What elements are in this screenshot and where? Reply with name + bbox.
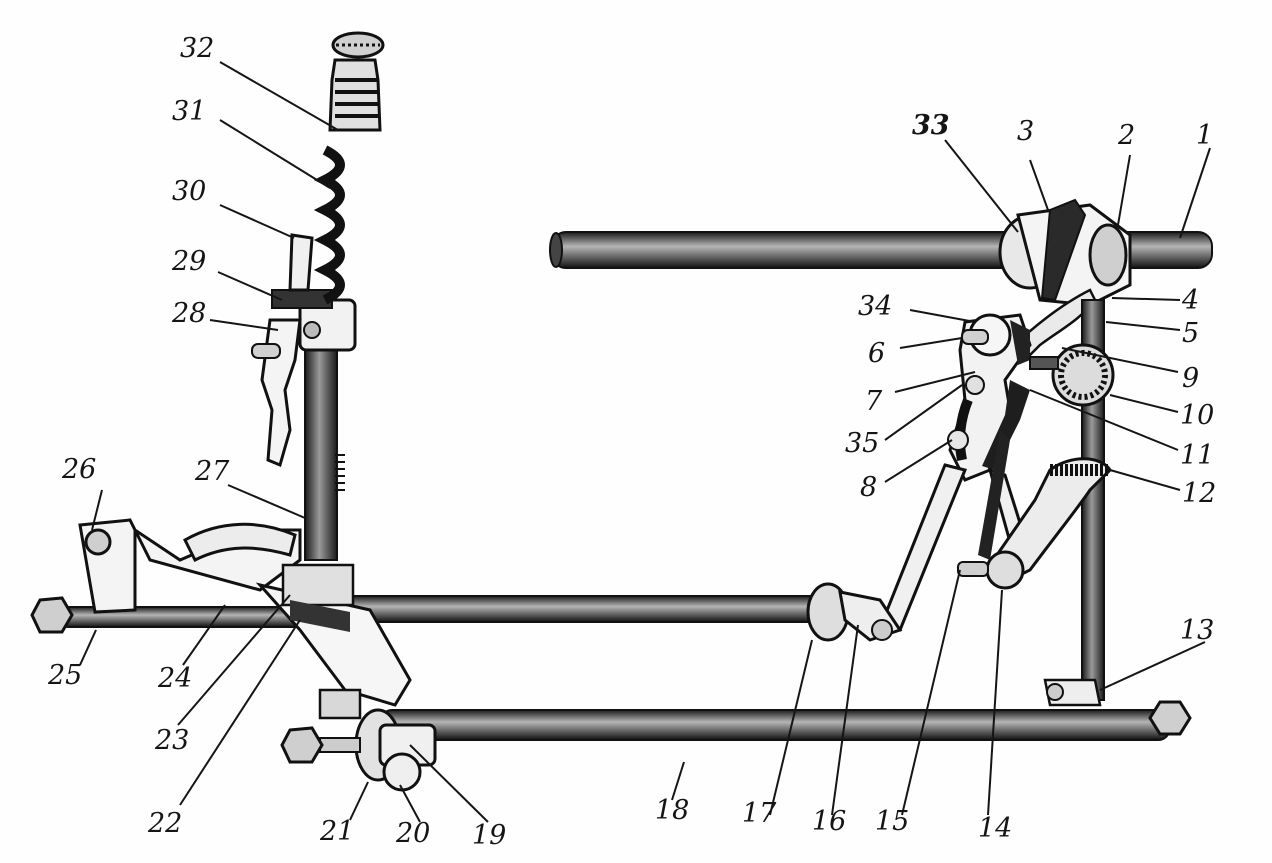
part-label-6: 6 bbox=[868, 338, 886, 369]
part-label-24: 24 bbox=[158, 663, 193, 694]
part-label-28: 28 bbox=[172, 298, 207, 329]
part-label-21: 21 bbox=[320, 816, 355, 847]
part-label-16: 16 bbox=[812, 806, 847, 837]
part-label-19: 19 bbox=[472, 820, 507, 851]
part-label-13: 13 bbox=[1180, 615, 1215, 646]
part-label-30: 30 bbox=[172, 176, 207, 207]
part-label-32: 32 bbox=[180, 33, 215, 64]
part-label-17: 17 bbox=[742, 798, 777, 829]
part-label-31: 31 bbox=[172, 96, 207, 127]
left-horizontal-rod bbox=[30, 596, 351, 634]
part-label-5: 5 bbox=[1182, 318, 1200, 349]
part-label-34: 34 bbox=[858, 291, 893, 322]
part-label-33: 33 bbox=[912, 110, 950, 141]
part-label-3: 3 bbox=[1017, 116, 1035, 147]
part-label-29: 29 bbox=[172, 246, 207, 277]
middle-horizontal-rod bbox=[329, 582, 903, 642]
part-label-23: 23 bbox=[155, 725, 190, 756]
handle-lever bbox=[251, 233, 345, 491]
cam-assembly-top bbox=[998, 198, 1132, 362]
part-label-20: 20 bbox=[396, 818, 431, 849]
part-label-27: 27 bbox=[195, 456, 230, 487]
part-label-25: 25 bbox=[48, 660, 83, 691]
part-label-12: 12 bbox=[1182, 478, 1217, 509]
vertical-spindle bbox=[271, 31, 385, 561]
part-label-26: 26 bbox=[62, 454, 97, 485]
bottom-long-rod bbox=[379, 678, 1192, 741]
part-label-7: 7 bbox=[865, 386, 883, 417]
part-label-8: 8 bbox=[860, 472, 878, 503]
left-bracket bbox=[78, 518, 412, 720]
part-label-1: 1 bbox=[1196, 120, 1214, 151]
part-label-2: 2 bbox=[1118, 120, 1136, 151]
part-label-10: 10 bbox=[1180, 400, 1215, 431]
part-label-22: 22 bbox=[148, 808, 183, 839]
part-label-14: 14 bbox=[978, 813, 1013, 844]
part-label-35: 35 bbox=[845, 428, 880, 459]
lever-cluster bbox=[947, 313, 1115, 482]
part-label-11: 11 bbox=[1180, 440, 1215, 471]
part-label-4: 4 bbox=[1182, 285, 1200, 316]
leader-lines bbox=[79, 61, 1211, 823]
link-rods bbox=[877, 430, 1112, 632]
part-label-9: 9 bbox=[1182, 363, 1200, 394]
part-label-15: 15 bbox=[875, 806, 910, 837]
part-label-18: 18 bbox=[655, 795, 690, 826]
